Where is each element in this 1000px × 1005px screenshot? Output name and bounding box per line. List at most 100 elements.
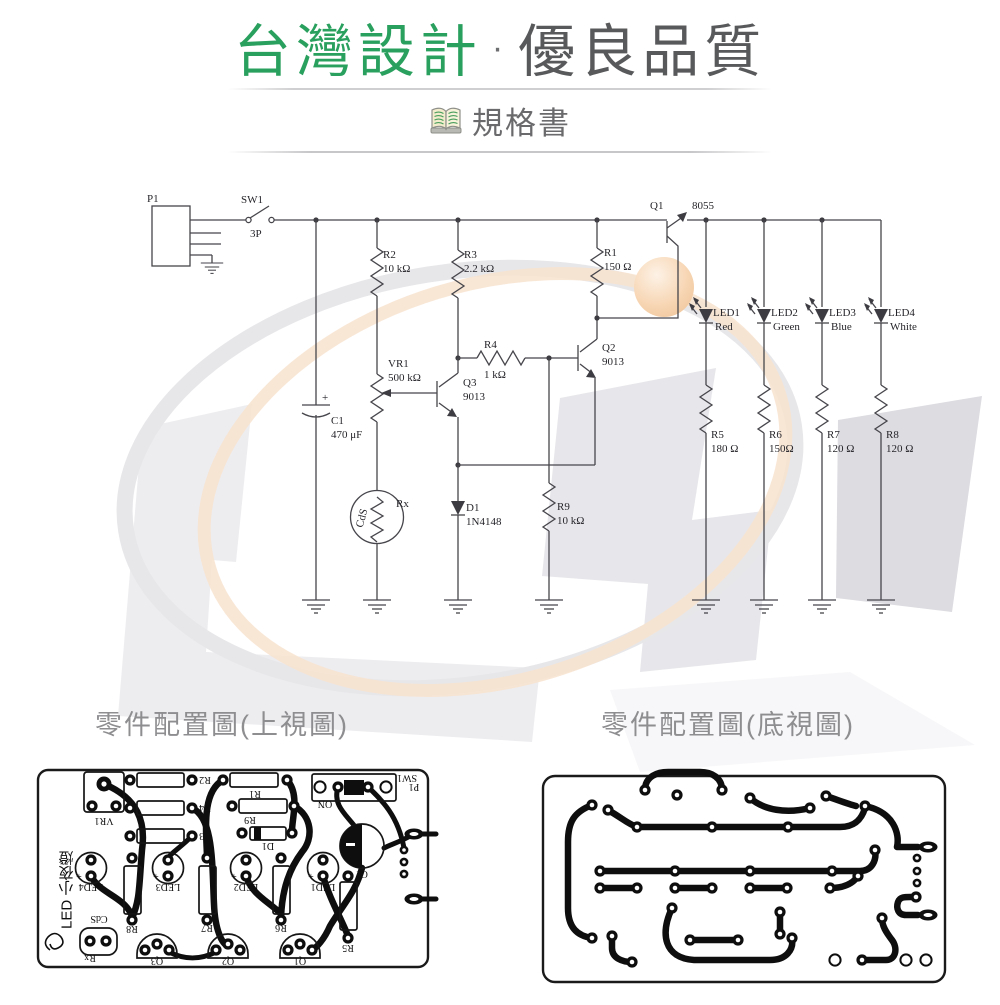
sch-label-q1-part: 8055 (692, 200, 715, 212)
pcb-label-vr1: VR1 (95, 815, 114, 826)
sch-label-r9: R9 (557, 501, 570, 513)
led-branch-3: LED3 Blue R7 120 Ω (804, 220, 856, 600)
pcb-top-view: + + + + VR1 (36, 768, 439, 969)
sch-label-led1: LED1 (713, 307, 740, 319)
brand-watermark (116, 257, 982, 772)
sch-label-r8: R8 (886, 429, 899, 441)
pcb-label-r5: R5 (342, 942, 354, 953)
pcb-q3-outline (136, 933, 178, 959)
pcb-label-sw1: SW1 (397, 772, 417, 783)
ground-symbols (301, 599, 896, 614)
subtitle-divider (228, 151, 772, 153)
sch-label-r5-value: 180 Ω (711, 443, 738, 455)
sch-label-c1-value: 470 μF (331, 429, 362, 441)
sch-label-r3: R3 (464, 249, 477, 261)
sch-label-r9-value: 10 kΩ (557, 515, 584, 527)
diode-d1: D1 1N4148 (451, 465, 502, 600)
sch-label-d1: D1 (466, 502, 479, 514)
pcb-label-rx: Rx (84, 952, 96, 963)
subtitle-spec-sheet: 規格書 (472, 106, 571, 141)
caption-top-view: 零件配置圖(上視圖) (95, 710, 349, 740)
subtitle-row: 規格書 (0, 98, 1000, 143)
pcb-label-c1: C1 (356, 868, 368, 879)
caption-bottom-view: 零件配置圖(底視圖) (601, 710, 855, 740)
svg-text:+: + (153, 872, 159, 883)
sch-label-q2-part: 9013 (602, 356, 625, 368)
led-branch-4: LED4 White R8 120 Ω (863, 220, 917, 600)
pcb-label-r6: R6 (275, 922, 287, 933)
title-separator: · (491, 29, 509, 67)
pcb-label-led2: LED2 (234, 881, 258, 892)
title-taiwan-design: 台灣設計 (233, 20, 482, 84)
potentiometer-vr1: VR1 500 kΩ (370, 296, 437, 423)
sch-label-vr1: VR1 (388, 358, 409, 370)
pcb-q2-outline (207, 933, 249, 959)
orange-ball-accent (634, 257, 694, 317)
pcb-bottom-view (541, 768, 947, 984)
sch-label-led4-color: White (890, 321, 917, 333)
sch-label-r1: R1 (604, 247, 617, 259)
resistor-r1: R1 150 Ω (590, 220, 631, 321)
sch-label-r2: R2 (383, 249, 396, 261)
pcb-label-on: ON (318, 798, 332, 809)
pcb-label-r3: R3 (199, 830, 211, 841)
sch-label-c1: C1 (331, 415, 344, 427)
pcb-label-led4: LED4 (79, 881, 103, 892)
sch-label-led2-color: Green (773, 321, 800, 333)
pcb-label-r2: R2 (199, 774, 211, 785)
sch-label-led3: LED3 (829, 307, 856, 319)
sch-label-r6-value: 150Ω (769, 443, 794, 455)
sch-label-led4: LED4 (888, 307, 915, 319)
sch-label-q3-part: 9013 (463, 391, 486, 403)
pcb-top-labels: VR1 R2 R4 R3 R1 R9 D1 SW1 ON P1 C1 LED4 … (59, 772, 420, 966)
sch-label-vr1-value: 500 kΩ (388, 372, 421, 384)
pcb-sw1-outline (311, 773, 397, 802)
sch-label-r7: R7 (827, 429, 840, 441)
svg-text:+: + (76, 872, 82, 883)
resistor-r2: R2 10 kΩ (370, 220, 410, 297)
pcb-label-r1: R1 (249, 788, 261, 799)
pcb-label-q3: Q3 (151, 955, 163, 966)
resistor-r9: R9 10 kΩ (542, 358, 584, 600)
page-title: 台灣設計·優良品質 (0, 6, 1000, 88)
sch-label-led3-color: Blue (831, 321, 852, 333)
connector-p1: P1 (147, 193, 246, 274)
sch-label-r1-value: 150 Ω (604, 261, 631, 273)
sch-label-q1: Q1 (650, 200, 663, 212)
sch-label-led1-color: Red (715, 321, 733, 333)
brand-logo-mark (44, 932, 64, 951)
sch-label-r7-value: 120 Ω (827, 443, 854, 455)
capacitor-c1: + C1 470 μF (301, 220, 362, 600)
photoresistor-rx: Rx CdS (349, 422, 409, 600)
sch-label-rx-type: CdS (354, 508, 371, 529)
svg-text:+: + (322, 392, 328, 404)
sch-label-sw1-poles: 3P (250, 228, 262, 240)
sch-label-sw1: SW1 (241, 194, 263, 206)
sch-label-q2: Q2 (602, 342, 615, 354)
svg-text:+: + (231, 872, 237, 883)
sch-label-rx: Rx (396, 498, 409, 510)
pcb-label-r8: R8 (126, 923, 138, 934)
pcb-label-p1: P1 (409, 781, 420, 792)
pcb-rx-outline (79, 927, 118, 956)
resistor-r4: R4 1 kΩ (458, 339, 578, 381)
pcb-top-components: + + + + (44, 771, 439, 959)
sch-label-led2: LED2 (771, 307, 798, 319)
pcb-q1-outline (279, 933, 321, 959)
pcb-d1-outline (249, 826, 287, 841)
transistor-q2: Q2 9013 (577, 318, 625, 465)
led-branch-1: LED1 Red R5 180 Ω (688, 220, 740, 600)
sch-label-q3: Q3 (463, 377, 477, 389)
sch-label-r6: R6 (769, 429, 782, 441)
sch-label-d1-part: 1N4148 (466, 516, 502, 528)
pcb-board-name: LED 小夜燈 (59, 850, 76, 929)
switch-sw1: SW1 3P (241, 194, 275, 240)
led-branch-2: LED2 Green R6 150Ω (746, 220, 800, 600)
transistor-q1: Q1 8055 (597, 200, 881, 319)
pcb-label-led1: LED1 (311, 881, 335, 892)
sch-label-r4: R4 (484, 339, 497, 351)
sch-label-r3-value: 2.2 kΩ (464, 263, 494, 275)
svg-text:+: + (308, 872, 314, 883)
